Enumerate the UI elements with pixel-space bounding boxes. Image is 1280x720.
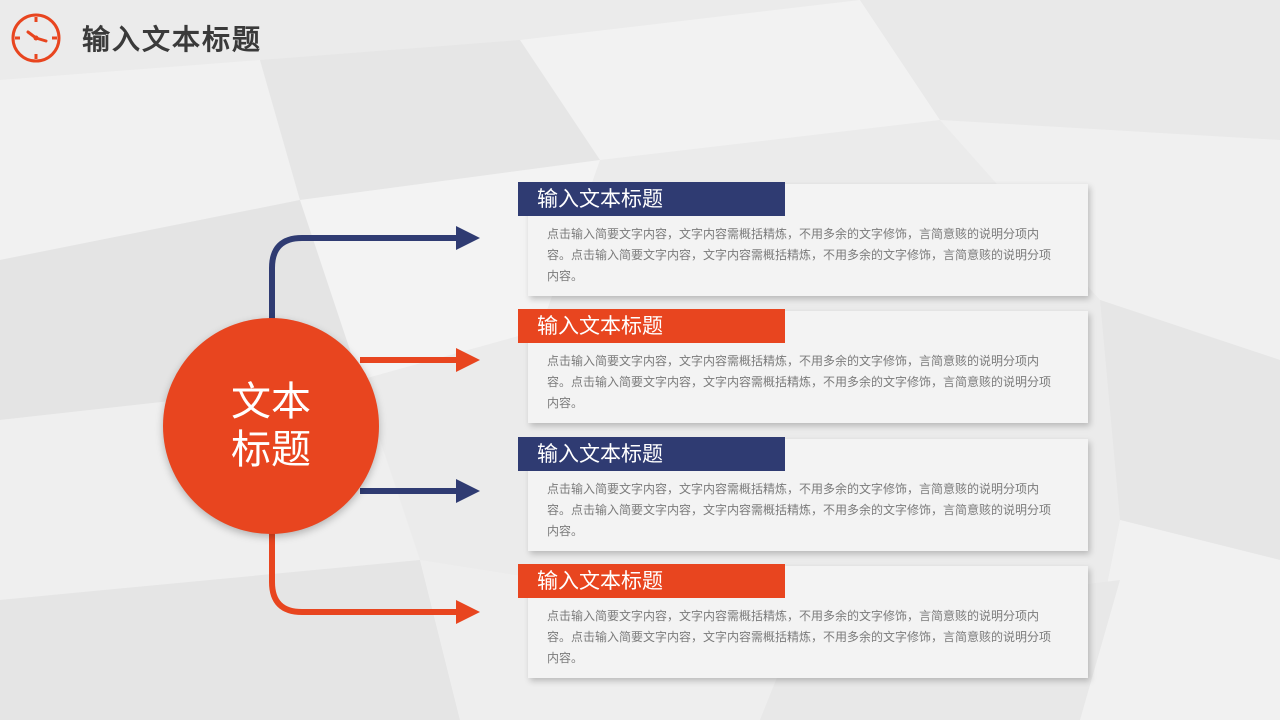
item-text: 点击输入简要文字内容，文字内容需概括精炼，不用多余的文字修饰，言简意赅的说明分项…	[547, 482, 1052, 538]
arrow-3	[360, 479, 480, 503]
clock-icon	[11, 13, 61, 63]
item-title: 输入文本标题	[518, 309, 785, 343]
item-title: 输入文本标题	[518, 564, 785, 598]
arrow-2	[360, 348, 480, 372]
arrow-4	[269, 520, 480, 624]
arrow-1	[269, 226, 480, 330]
item-title: 输入文本标题	[518, 182, 785, 216]
center-label: 文本标题	[231, 379, 311, 473]
page-title: 输入文本标题	[82, 23, 263, 56]
center-circle: 文本标题	[163, 318, 379, 534]
item-card-4: 输入文本标题 点击输入简要文字内容，文字内容需概括精炼，不用多余的文字修饰，言简…	[518, 564, 1088, 678]
item-card-2: 输入文本标题 点击输入简要文字内容，文字内容需概括精炼，不用多余的文字修饰，言简…	[518, 309, 1088, 423]
item-card-3: 输入文本标题 点击输入简要文字内容，文字内容需概括精炼，不用多余的文字修饰，言简…	[518, 437, 1088, 551]
item-text: 点击输入简要文字内容，文字内容需概括精炼，不用多余的文字修饰，言简意赅的说明分项…	[547, 227, 1052, 283]
item-text: 点击输入简要文字内容，文字内容需概括精炼，不用多余的文字修饰，言简意赅的说明分项…	[547, 609, 1052, 665]
item-card-1: 输入文本标题 点击输入简要文字内容，文字内容需概括精炼，不用多余的文字修饰，言简…	[518, 182, 1088, 296]
item-text: 点击输入简要文字内容，文字内容需概括精炼，不用多余的文字修饰，言简意赅的说明分项…	[547, 354, 1052, 410]
slide-header: 输入文本标题	[10, 12, 262, 64]
item-title: 输入文本标题	[518, 437, 785, 471]
